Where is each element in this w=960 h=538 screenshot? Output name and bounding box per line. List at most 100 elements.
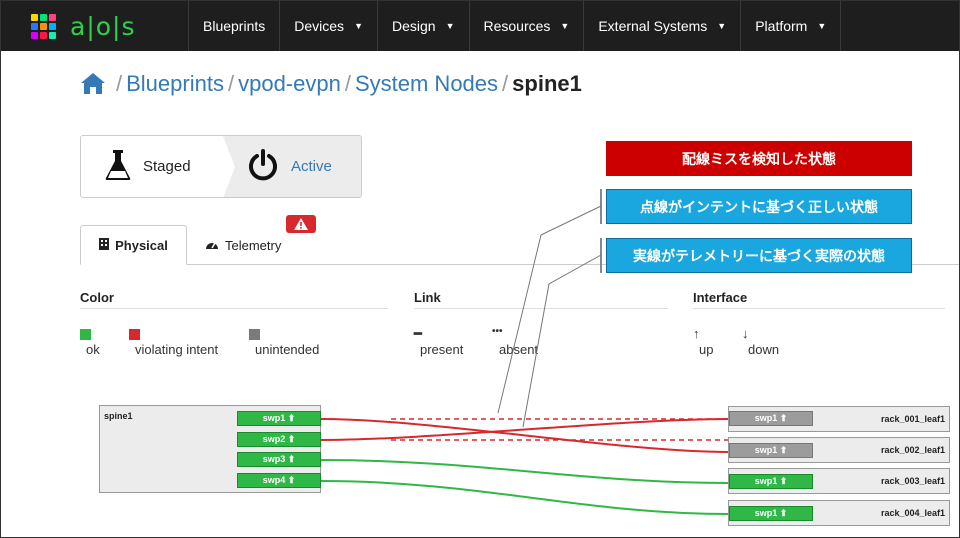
breadcrumb-separator: / [344,71,351,96]
logo-square [31,13,38,21]
brand[interactable]: a|o|s [1,1,189,51]
nav-blueprints[interactable]: Blueprints [189,1,281,51]
mode-switch: Staged Active [80,135,362,198]
nav-external-systems[interactable]: External Systems ▼ [584,1,742,51]
nav-devices[interactable]: Devices ▼ [280,1,378,51]
callout-intent: 点線がインテントに基づく正しい状態 [606,189,912,224]
node-name: rack_002_leaf1 [880,445,945,455]
ok-link [320,480,730,515]
caret-down-icon: ▼ [560,21,570,31]
logo-square [31,31,38,39]
active-button[interactable]: Active [223,136,361,197]
arrow-up-icon: ↑ [693,326,700,341]
ok-link [320,459,730,484]
brand-name: a|o|s [70,11,136,41]
tab-telemetry[interactable]: Telemetry [205,225,295,265]
logo-square [49,13,56,21]
swatch-ok [80,329,91,340]
caret-down-icon: ▼ [717,21,727,31]
port-swp1[interactable]: swp1 ⬆ [729,506,813,521]
logo-square [49,31,56,39]
breadcrumb-system-nodes[interactable]: System Nodes [354,71,499,96]
warning-icon [286,215,316,233]
miswired-link [320,418,730,453]
legend-color-heading: Color [80,290,114,305]
leaf-node[interactable]: rack_003_leaf1 [728,468,950,494]
home-icon[interactable] [80,71,106,97]
legend-up-label: up [699,342,714,357]
leaf-node[interactable]: rack_001_leaf1 [728,406,950,432]
node-name: rack_003_leaf1 [880,476,945,486]
swatch-violating [129,329,140,340]
flask-icon [105,149,131,185]
logo-square [40,22,47,30]
breadcrumb-separator: / [502,71,509,96]
node-name: rack_004_leaf1 [880,508,945,518]
tab-label: Telemetry [225,237,282,253]
dashboard-icon [205,238,219,253]
node-name: spine1 [104,411,133,421]
divider [414,308,668,309]
port-swp1[interactable]: swp1 ⬆ [729,411,813,426]
divider [693,308,945,309]
nav-label: Blueprints [203,18,266,34]
nav-design[interactable]: Design ▼ [378,1,470,51]
link-absent-symbol: ••• [492,326,503,337]
callout-marker [600,238,602,273]
legend-interface-heading: Interface [693,290,748,305]
port-swp3[interactable]: swp3 ⬆ [237,452,321,467]
nav-platform[interactable]: Platform ▼ [741,1,842,51]
logo-square [40,13,47,21]
legend-absent-label: absent [499,342,539,357]
port-swp2[interactable]: swp2 ⬆ [237,432,321,447]
caret-down-icon: ▼ [445,21,455,31]
active-label: Active [291,158,332,175]
port-swp1[interactable]: swp1 ⬆ [237,411,321,426]
legend-violating-label: violating intent [135,342,219,357]
caret-down-icon: ▼ [817,21,827,31]
callout-marker [600,189,602,224]
nav-label: Design [391,18,436,34]
callout-miswire: 配線ミスを検知した状態 [606,141,912,176]
legend-unintended-label: unintended [255,342,320,357]
link-present-symbol: ━ [414,326,422,341]
divider [80,308,388,309]
callout-pointer [522,254,602,428]
port-swp4[interactable]: swp4 ⬆ [237,473,321,488]
nav-label: External Systems [598,18,708,34]
staged-button[interactable]: Staged [81,136,235,197]
staged-label: Staged [143,158,191,175]
breadcrumb-separator: / [116,71,123,96]
tab-physical[interactable]: Physical [80,225,187,265]
port-swp1[interactable]: swp1 ⬆ [729,443,813,458]
breadcrumb-separator: / [227,71,235,96]
legend-ok-label: ok [86,342,100,357]
logo-square [40,31,47,39]
port-swp1[interactable]: swp1 ⬆ [729,474,813,489]
logo-square [31,22,38,30]
nav-label: Platform [755,18,808,34]
breadcrumb-blueprints[interactable]: Blueprints [126,71,224,96]
power-icon [247,148,279,185]
legend-link-heading: Link [414,290,441,305]
breadcrumb-blueprint[interactable]: vpod-evpn [238,71,341,96]
arrow-down-icon: ↓ [742,326,749,341]
legend-down-label: down [748,342,780,357]
logo-icon [31,13,56,39]
nav-label: Devices [294,18,345,34]
building-icon [99,237,110,253]
caret-down-icon: ▼ [354,21,363,31]
logo-square [49,22,56,30]
swatch-unintended [249,329,260,340]
legend-present-label: present [420,342,464,357]
top-nav: a|o|s Blueprints Devices ▼ Design ▼ Resour… [1,1,959,51]
nav-label: Resources [483,18,551,34]
breadcrumb: / Blueprints / vpod-evpn / System Nodes … [80,71,582,97]
tab-label: Physical [115,237,168,253]
nav-resources[interactable]: Resources ▼ [470,1,585,51]
page-title: spine1 [512,71,582,96]
callout-telemetry: 実線がテレメトリーに基づく実際の状態 [606,238,912,273]
miswired-link [320,418,730,441]
node-name: rack_001_leaf1 [880,414,945,424]
